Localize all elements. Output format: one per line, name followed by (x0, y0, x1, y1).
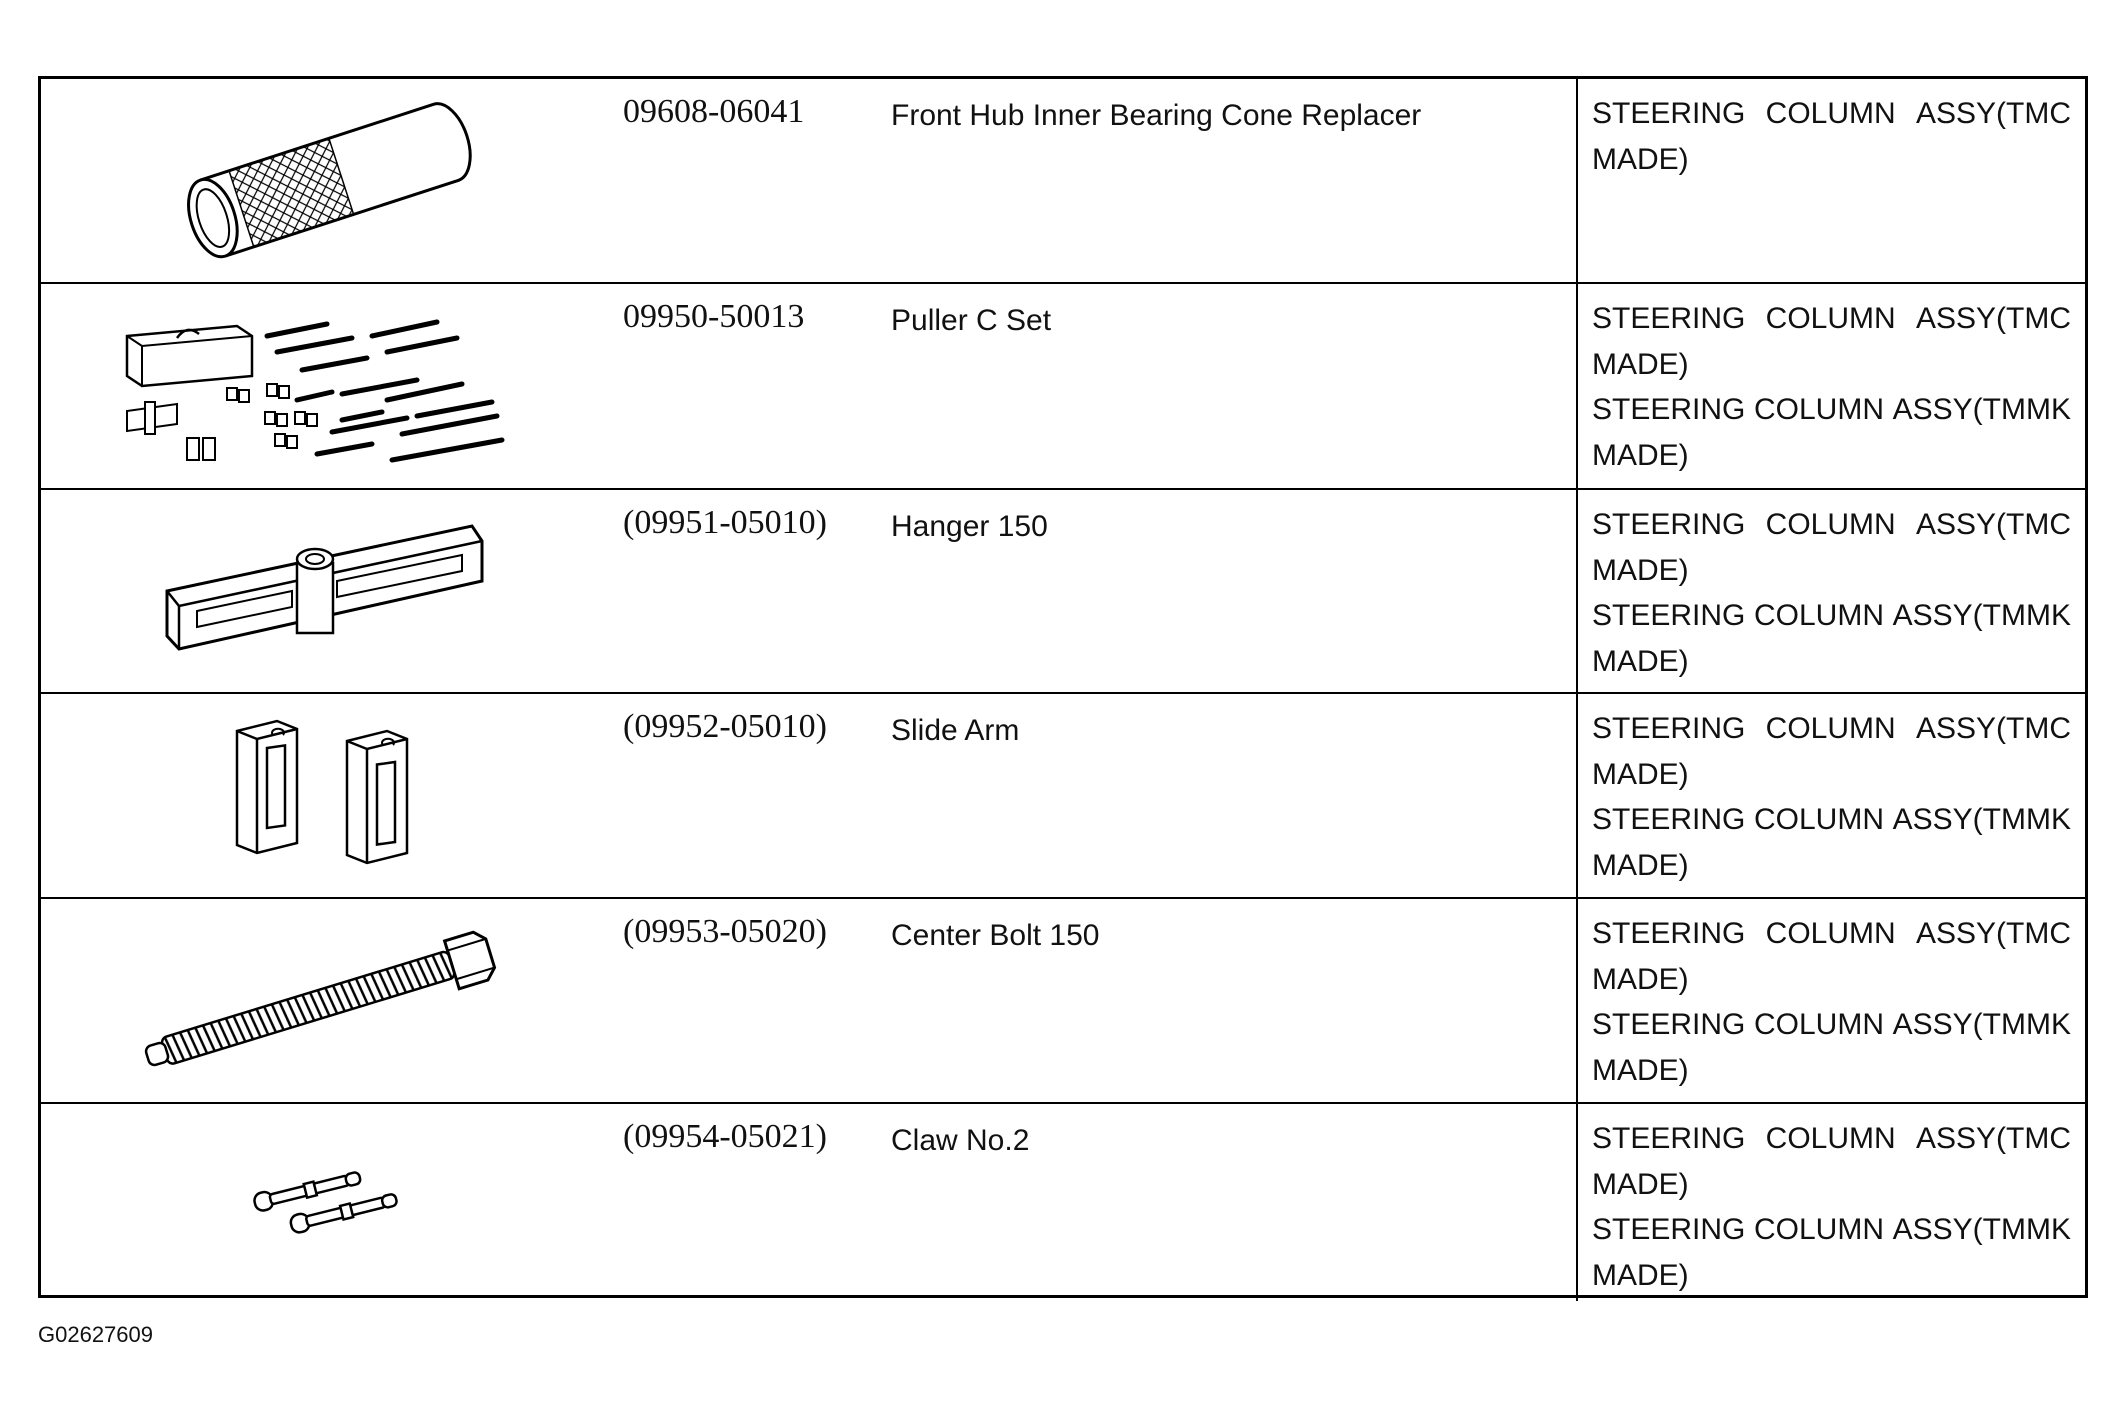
part-number: (09951-05010) (623, 504, 827, 541)
table-row: (09954-05021) Claw No.2 STEERING COLUMN … (41, 1102, 2085, 1301)
center-bolt-icon (127, 926, 527, 1076)
tool-illustration-cell (41, 1102, 613, 1301)
part-number: 09950-50013 (623, 298, 805, 335)
part-name: Hanger 150 (891, 510, 1048, 543)
usage-line: STEERING COLUMN ASSY(TMMK (1592, 599, 2071, 632)
usage-line: STEERING COLUMN ASSY(TMC (1592, 1122, 2071, 1155)
usage-cell: STEERING COLUMN ASSY(TMC MADE) STEERING … (1576, 692, 2085, 898)
usage-list: STEERING COLUMN ASSY(TMC MADE) (1578, 79, 2085, 182)
part-number-cell: (09953-05020) (613, 897, 871, 1103)
part-name: Puller C Set (891, 304, 1052, 337)
part-number: (09953-05020) (623, 913, 827, 950)
part-name-cell: Slide Arm (871, 692, 1577, 898)
usage-line-tail: MADE) (1592, 347, 1689, 381)
tool-illustration-cell (41, 79, 613, 283)
usage-line: STEERING COLUMN ASSY(TMMK (1592, 1213, 2071, 1246)
usage-line-tail: MADE) (1592, 553, 1689, 587)
table-row: (09953-05020) Center Bolt 150 STEERING C… (41, 897, 2085, 1103)
part-number-cell: 09950-50013 (613, 282, 871, 489)
usage-line-tail: MADE) (1592, 438, 1689, 472)
claw-icon (247, 1163, 407, 1243)
tool-illustration-cell (41, 488, 613, 693)
usage-list: STEERING COLUMN ASSY(TMC MADE) STEERING … (1578, 490, 2085, 684)
usage-list: STEERING COLUMN ASSY(TMC MADE) STEERING … (1578, 899, 2085, 1093)
part-number: (09954-05021) (623, 1118, 827, 1155)
slide-arm-icon (217, 711, 437, 881)
part-number: 09608-06041 (623, 93, 805, 130)
part-name-cell: Front Hub Inner Bearing Cone Replacer (871, 79, 1577, 283)
usage-line-tail: MADE) (1592, 142, 1689, 176)
tool-illustration-cell (41, 282, 613, 489)
usage-cell: STEERING COLUMN ASSY(TMC MADE) STEERING … (1576, 488, 2085, 693)
usage-line-tail: MADE) (1592, 757, 1689, 791)
part-number-cell: (09951-05010) (613, 488, 871, 693)
part-name-cell: Puller C Set (871, 282, 1577, 489)
usage-line: STEERING COLUMN ASSY(TMC (1592, 508, 2071, 541)
usage-cell: STEERING COLUMN ASSY(TMC MADE) (1576, 79, 2085, 283)
bearing-cone-replacer-icon (162, 96, 492, 266)
usage-list: STEERING COLUMN ASSY(TMC MADE) STEERING … (1578, 284, 2085, 478)
tool-illustration-cell (41, 692, 613, 898)
usage-line-tail: MADE) (1592, 848, 1689, 882)
tool-illustration-cell (41, 897, 613, 1103)
special-service-tools-table: 09608-06041 Front Hub Inner Bearing Cone… (38, 76, 2088, 1301)
usage-line: STEERING COLUMN ASSY(TMC (1592, 917, 2071, 950)
part-number: (09952-05010) (623, 708, 827, 745)
usage-line: STEERING COLUMN ASSY(TMC (1592, 712, 2071, 745)
usage-cell: STEERING COLUMN ASSY(TMC MADE) STEERING … (1576, 282, 2085, 489)
part-number-cell: (09952-05010) (613, 692, 871, 898)
usage-line: STEERING COLUMN ASSY(TMMK (1592, 803, 2071, 836)
table-row: 09608-06041 Front Hub Inner Bearing Cone… (41, 79, 2085, 283)
usage-line: STEERING COLUMN ASSY(TMC (1592, 97, 2071, 130)
usage-line: STEERING COLUMN ASSY(TMMK (1592, 1008, 2071, 1041)
puller-set-icon (117, 296, 537, 476)
usage-list: STEERING COLUMN ASSY(TMC MADE) STEERING … (1578, 694, 2085, 888)
figure-id: G02627609 (38, 1322, 153, 1347)
usage-line-tail: MADE) (1592, 962, 1689, 996)
part-name-cell: Claw No.2 (871, 1102, 1577, 1301)
usage-line: STEERING COLUMN ASSY(TMC (1592, 302, 2071, 335)
usage-cell: STEERING COLUMN ASSY(TMC MADE) STEERING … (1576, 897, 2085, 1103)
usage-line: STEERING COLUMN ASSY(TMMK (1592, 393, 2071, 426)
part-name-cell: Hanger 150 (871, 488, 1577, 693)
table-row: (09952-05010) Slide Arm STEERING COLUMN … (41, 692, 2085, 898)
part-name-cell: Center Bolt 150 (871, 897, 1577, 1103)
part-name: Claw No.2 (891, 1124, 1030, 1157)
tools-table: 09608-06041 Front Hub Inner Bearing Cone… (41, 79, 2085, 1301)
usage-line-tail: MADE) (1592, 1053, 1689, 1087)
usage-line-tail: MADE) (1592, 1258, 1689, 1292)
usage-list: STEERING COLUMN ASSY(TMC MADE) STEERING … (1578, 1104, 2085, 1298)
usage-line-tail: MADE) (1592, 1167, 1689, 1201)
usage-line-tail: MADE) (1592, 644, 1689, 678)
table-row: (09951-05010) Hanger 150 STEERING COLUMN… (41, 488, 2085, 693)
usage-cell: STEERING COLUMN ASSY(TMC MADE) STEERING … (1576, 1102, 2085, 1301)
hanger-icon (157, 511, 497, 671)
part-name: Slide Arm (891, 714, 1020, 747)
part-number-cell: 09608-06041 (613, 79, 871, 283)
part-name: Center Bolt 150 (891, 919, 1100, 952)
part-name: Front Hub Inner Bearing Cone Replacer (891, 99, 1422, 132)
table-row: 09950-50013 Puller C Set STEERING COLUMN… (41, 282, 2085, 489)
part-number-cell: (09954-05021) (613, 1102, 871, 1301)
